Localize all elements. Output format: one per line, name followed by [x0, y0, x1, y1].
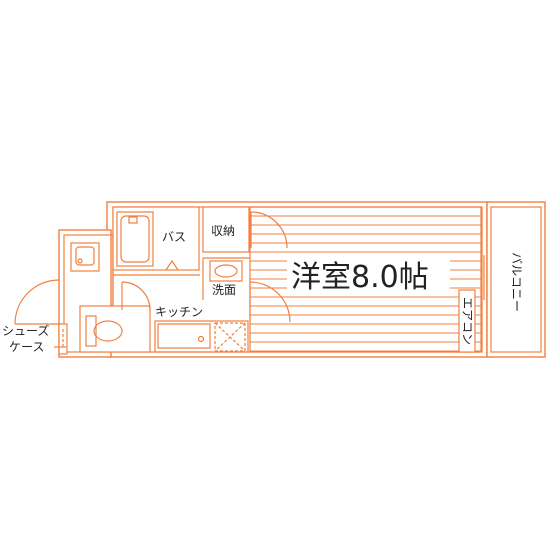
western-room-label-bg: [287, 255, 450, 295]
washroom-sink: [209, 260, 243, 282]
stove-area: [214, 322, 246, 352]
entrance-sink-outline: [70, 242, 100, 272]
kitchen-sink: [157, 323, 211, 349]
kitchen-counter-outline: [154, 320, 249, 353]
balcony-outline: [486, 201, 546, 358]
storage-label: 収納: [211, 224, 235, 238]
toilet-door-arc: [121, 281, 151, 311]
toilet-tank: [85, 315, 97, 347]
entrance-sink: [70, 242, 100, 272]
toilet-room-outline: [79, 305, 151, 353]
sink-drain: [197, 335, 205, 343]
sink-basin: [214, 264, 238, 278]
partitions: [112, 206, 250, 300]
entrance-door-arc: [14, 279, 60, 325]
bathtub-outer: [116, 211, 154, 267]
air-conditioner: [458, 289, 476, 353]
entrance-sink-basin: [75, 246, 95, 266]
toilet-bowl: [93, 320, 123, 342]
storage-door-arc: [250, 211, 288, 249]
air-conditioner-label: エアコン: [461, 297, 475, 345]
bathtub-inner: [120, 215, 150, 263]
bathtub-drain: [128, 216, 138, 224]
bathtub: [116, 211, 179, 271]
storage-outline: [202, 206, 250, 253]
kitchen-label: キッチン: [155, 305, 203, 319]
stove-cross-2: [214, 322, 246, 352]
western-room-label: 洋室8.0帖: [291, 260, 429, 295]
kitchen-counter: [154, 320, 249, 353]
entrance-sink-drain: [77, 258, 83, 264]
sink-counter: [209, 260, 243, 282]
shoes-case-label-line1: シューズ: [2, 323, 49, 338]
bath-room-outline: [112, 206, 200, 271]
balcony-inner: [490, 206, 542, 353]
bath-label: バス: [162, 230, 186, 244]
western-room-outline: [249, 206, 483, 353]
toilet-room: [79, 281, 151, 353]
balcony-label: バルコニー: [510, 252, 524, 312]
shoes-case-label-line2: ケース: [9, 340, 44, 354]
bath-step-mark: [165, 259, 179, 271]
washroom-label: 洗面: [212, 283, 236, 297]
room-door-arc: [249, 281, 291, 323]
